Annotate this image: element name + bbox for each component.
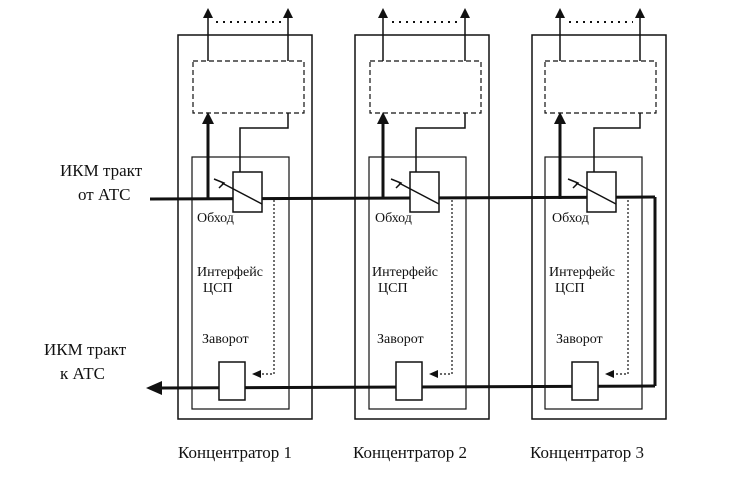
concentrator-2: Обход Интерфейс ЦСП Заворот Концентратор… <box>353 8 490 462</box>
concentrator-1-name: Концентратор 1 <box>178 443 292 462</box>
concentrator-1: Обход Интерфейс ЦСП Заворот Концентратор… <box>177 8 313 462</box>
concentrator-3-switch-block <box>544 60 657 114</box>
concentrator-3-interface-label-2: ЦСП <box>555 281 585 296</box>
concentrator-1-bypass-label: Обход <box>197 211 234 226</box>
concentrator-1-interface-label-2: ЦСП <box>203 281 233 296</box>
concentrator-2-frame <box>354 34 490 420</box>
concentrator-3-bypass-label: Обход <box>552 211 589 226</box>
concentrator-3-interface-label-1: Интерфейс <box>549 265 615 280</box>
concentrator-2-interface-block <box>368 156 467 410</box>
outgoing-arrowhead <box>146 381 162 395</box>
concentrator-1-switch-block <box>192 60 305 114</box>
concentrator-1-loopback-label: Заворот <box>202 332 249 347</box>
concentrator-2-loopback-switch <box>395 361 423 401</box>
outgoing-line-label-2: к АТС <box>60 364 105 383</box>
concentrator-1-interface-label-1: Интерфейс <box>197 265 263 280</box>
concentrator-2-interface-label-2: ЦСП <box>378 281 408 296</box>
concentrator-2-loopback-label: Заворот <box>377 332 424 347</box>
concentrator-2-bypass-switch <box>409 171 440 213</box>
concentrator-2-interface-label-1: Интерфейс <box>372 265 438 280</box>
concentrator-2-name: Концентратор 2 <box>353 443 467 462</box>
outgoing-line-label-1: ИКМ тракт <box>44 340 127 359</box>
concentrator-2-switch-block <box>369 60 482 114</box>
concentrator-3-bypass-switch <box>586 171 617 213</box>
concentrator-3-loopback-label: Заворот <box>556 332 603 347</box>
concentrator-3-loopback-switch <box>571 361 599 401</box>
incoming-pcm-line <box>149 195 656 201</box>
concentrator-3: Обход Интерфейс ЦСП Заворот Концентратор… <box>530 8 667 462</box>
concentrator-1-loopback-switch <box>218 361 246 401</box>
incoming-line-label-1: ИКМ тракт <box>60 161 143 180</box>
concentrator-2-bypass-label: Обход <box>375 211 412 226</box>
concentrator-1-frame <box>177 34 313 420</box>
concentrator-3-name: Концентратор 3 <box>530 443 644 462</box>
concentrator-1-bypass-switch <box>232 171 263 213</box>
concentrator-3-frame <box>531 34 667 420</box>
incoming-line-label-2: от АТС <box>78 185 130 204</box>
